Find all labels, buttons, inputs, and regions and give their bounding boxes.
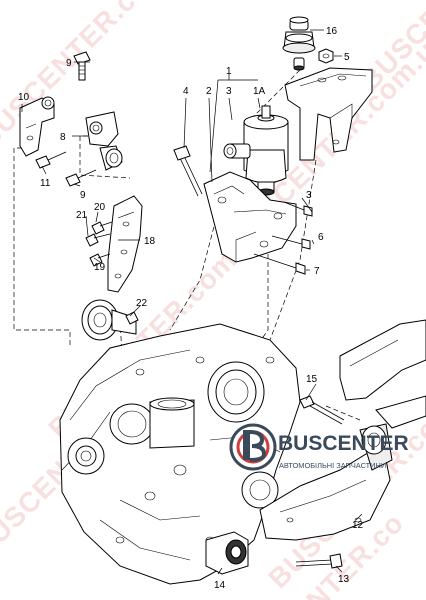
part-1a-engine-mount bbox=[223, 105, 289, 196]
part-bracket-upper-right bbox=[284, 67, 373, 161]
part-2-mount-bracket bbox=[203, 171, 297, 263]
callout-7: 7 bbox=[314, 266, 320, 277]
bolt-15 bbox=[299, 395, 345, 425]
part-5-nut bbox=[318, 48, 334, 64]
callout-5: 5 bbox=[344, 52, 350, 63]
callout-12: 12 bbox=[352, 520, 364, 531]
part-10-left-bracket bbox=[19, 96, 55, 157]
callout-14: 14 bbox=[214, 580, 226, 591]
callout-9-bottom: 9 bbox=[80, 190, 86, 201]
callout-22: 22 bbox=[136, 298, 148, 309]
bolt-3-right bbox=[283, 201, 313, 217]
part-14-bushing bbox=[205, 531, 249, 575]
brand-logo: BUSCENTER АВТОМОБІЛЬНІ ЗАПЧАСТИНИ bbox=[229, 423, 409, 471]
callout-8: 8 bbox=[60, 132, 66, 143]
bolt-13 bbox=[295, 553, 343, 569]
bolt-4-long bbox=[173, 145, 203, 197]
callout-1: 1 bbox=[226, 66, 232, 77]
parts-20-21-19-bolts bbox=[85, 221, 113, 267]
callout-10: 10 bbox=[18, 92, 30, 103]
part-8-mount-link bbox=[85, 111, 123, 171]
b-badge-icon bbox=[229, 423, 277, 471]
brand-name: BUSCENTER bbox=[278, 432, 409, 455]
callout-20: 20 bbox=[94, 202, 106, 213]
leader-lines bbox=[21, 29, 363, 575]
callout-3-right: 3 bbox=[306, 190, 312, 201]
callout-6: 6 bbox=[318, 232, 324, 243]
callout-3-top: 3 bbox=[226, 86, 232, 97]
part-9-top-bolt bbox=[73, 51, 91, 81]
part-12-subframe bbox=[259, 319, 426, 541]
callout-13: 13 bbox=[338, 574, 350, 585]
callout-18: 18 bbox=[144, 236, 156, 247]
callout-9-top: 9 bbox=[66, 58, 72, 69]
callout-19: 19 bbox=[94, 262, 106, 273]
callout-2: 2 bbox=[206, 86, 212, 97]
callout-4: 4 bbox=[183, 86, 189, 97]
callout-15: 15 bbox=[306, 374, 318, 385]
transmission-case bbox=[59, 323, 301, 585]
bolt-7-right bbox=[253, 253, 306, 275]
callout-16: 16 bbox=[326, 26, 338, 37]
bolt-6-right bbox=[271, 235, 311, 250]
callout-labels: 1 1A 2 3 4 16 5 3 6 7 9 10 8 11 9 20 21 … bbox=[18, 26, 364, 591]
part-11-bolt bbox=[35, 151, 67, 169]
callout-11: 11 bbox=[40, 178, 51, 189]
brand-tagline: АВТОМОБІЛЬНІ ЗАПЧАСТИНИ bbox=[279, 461, 386, 470]
part-16-rubber-buffer bbox=[282, 16, 316, 71]
part-18-bracket bbox=[107, 195, 143, 293]
part-9-bottom-bolt bbox=[65, 169, 97, 187]
callout-21: 21 bbox=[76, 210, 88, 221]
callout-1a: 1A bbox=[253, 86, 266, 97]
